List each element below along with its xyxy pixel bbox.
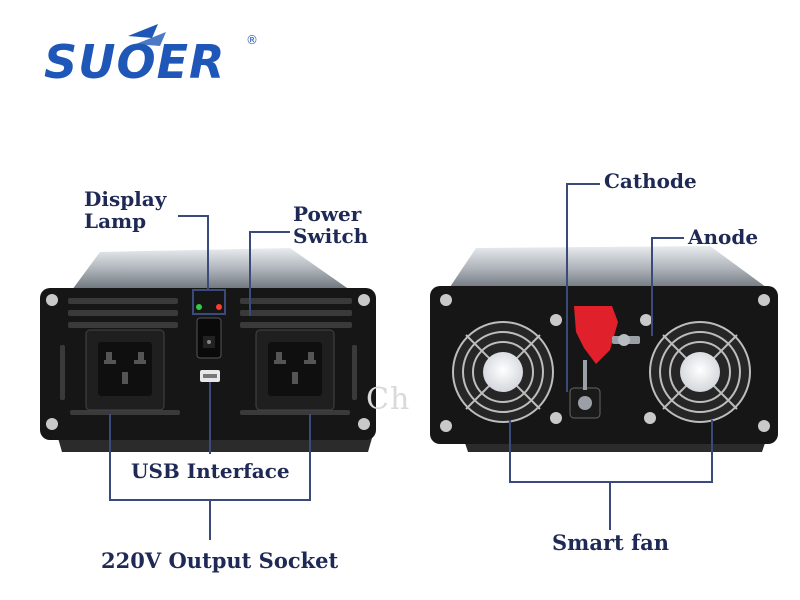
display-lamp-green-icon xyxy=(196,304,202,310)
display-lamp-red-icon xyxy=(216,304,222,310)
anode-terminal-icon xyxy=(574,306,640,364)
output-socket-right xyxy=(255,329,335,411)
anode-label: Anode xyxy=(688,225,759,249)
leader-lines-right xyxy=(509,183,713,530)
logo-swoosh-icon xyxy=(128,24,166,46)
cathode-label: Cathode xyxy=(604,169,697,193)
inverter-rear-panel xyxy=(430,246,778,452)
smart-fan-label: Smart fan xyxy=(552,530,669,555)
usb-interface-label: USB Interface xyxy=(131,459,290,483)
power-switch-label-line2: Switch xyxy=(293,224,369,248)
display-lamp-label: Display Lamp xyxy=(84,188,166,232)
output-socket-left xyxy=(85,329,165,411)
cathode-terminal-icon xyxy=(569,360,601,419)
output-socket-label: 220V Output Socket xyxy=(101,548,339,573)
registered-mark: ® xyxy=(246,33,258,47)
inverter-front-panel xyxy=(40,248,376,452)
watermark: Ch xyxy=(366,382,411,417)
display-lamp-label-line1: Display xyxy=(84,187,167,211)
logo-wordmark: SUOER xyxy=(44,35,225,89)
smart-fan-right-icon xyxy=(649,321,751,423)
leader-lines-left xyxy=(109,215,311,540)
suoer-logo: SUOER ® xyxy=(44,24,258,89)
display-lamp-label-line2: Lamp xyxy=(84,209,147,233)
power-switch-label: Power Switch xyxy=(293,203,368,247)
smart-fan-left-icon xyxy=(452,321,554,423)
power-switch-label-line1: Power xyxy=(293,202,362,226)
